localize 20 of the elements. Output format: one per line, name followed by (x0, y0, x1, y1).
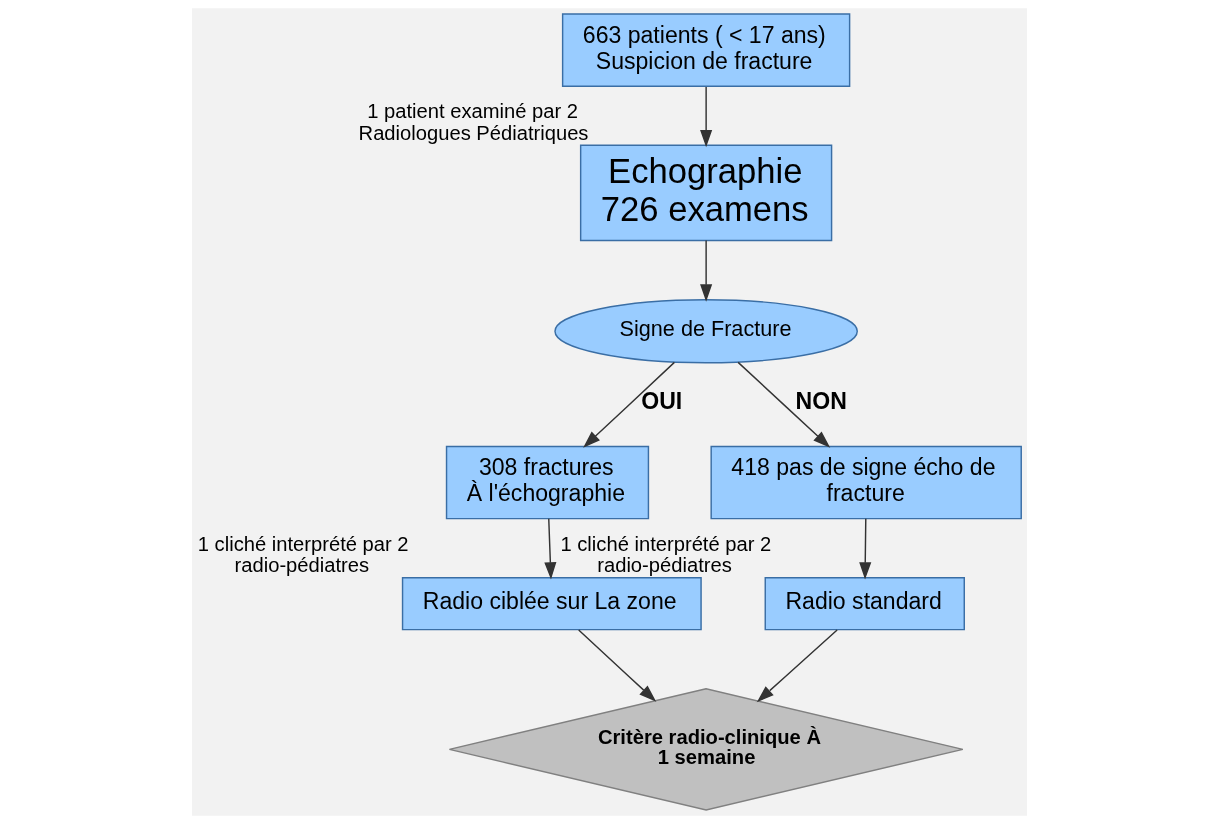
node-ellipse: Signe de Fracture (554, 299, 858, 364)
node-box: Echographie 726 examens (579, 144, 833, 242)
arrow (737, 361, 831, 448)
node-box: 308 fractures À l'échographie (445, 445, 650, 520)
edge-label: OUI (641, 387, 683, 414)
arrow (859, 518, 872, 580)
edge-label: NON (795, 387, 847, 414)
arrow (544, 518, 557, 580)
node-box: Radio standard (764, 577, 965, 631)
arrow (583, 361, 676, 448)
arrow (700, 239, 713, 302)
node-label: 1 cliché interprété par 2 radio-pédiatres (197, 532, 409, 577)
arrow (578, 629, 657, 702)
arrow (756, 629, 838, 703)
node-box: Radio ciblée sur La zone (401, 577, 702, 631)
node-box: 663 patients ( < 17 ans) Suspicion de fracture (561, 13, 851, 87)
node-label: 1 patient examiné par 2 Radiologues Pédiatriques (358, 100, 589, 144)
node-box: 418 pas de signe écho de fracture (710, 445, 1022, 520)
arrow (700, 86, 713, 148)
node-label: 1 cliché interprété par 2 radio-pédiatres (560, 532, 772, 577)
